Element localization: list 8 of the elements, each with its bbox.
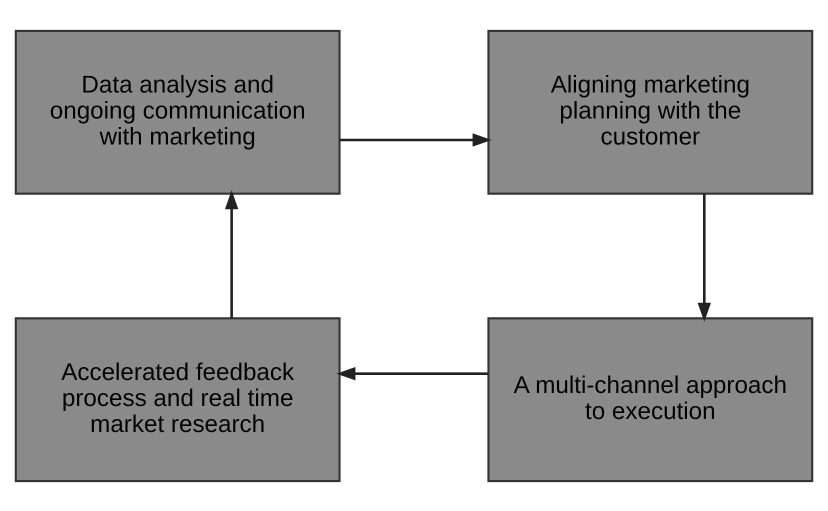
- arrow: [224, 190, 238, 318]
- arrow: [698, 193, 711, 322]
- node-box: Accelerated feedback process and real time market research: [14, 316, 341, 482]
- arrow: [340, 132, 492, 146]
- node-box: Aligning marketing planning with the customer: [487, 29, 814, 194]
- node-box: Data analysis and ongoing communication with marketing: [14, 29, 341, 194]
- node-box: A multi-channel approach to execution: [487, 316, 814, 482]
- arrow: [336, 366, 488, 380]
